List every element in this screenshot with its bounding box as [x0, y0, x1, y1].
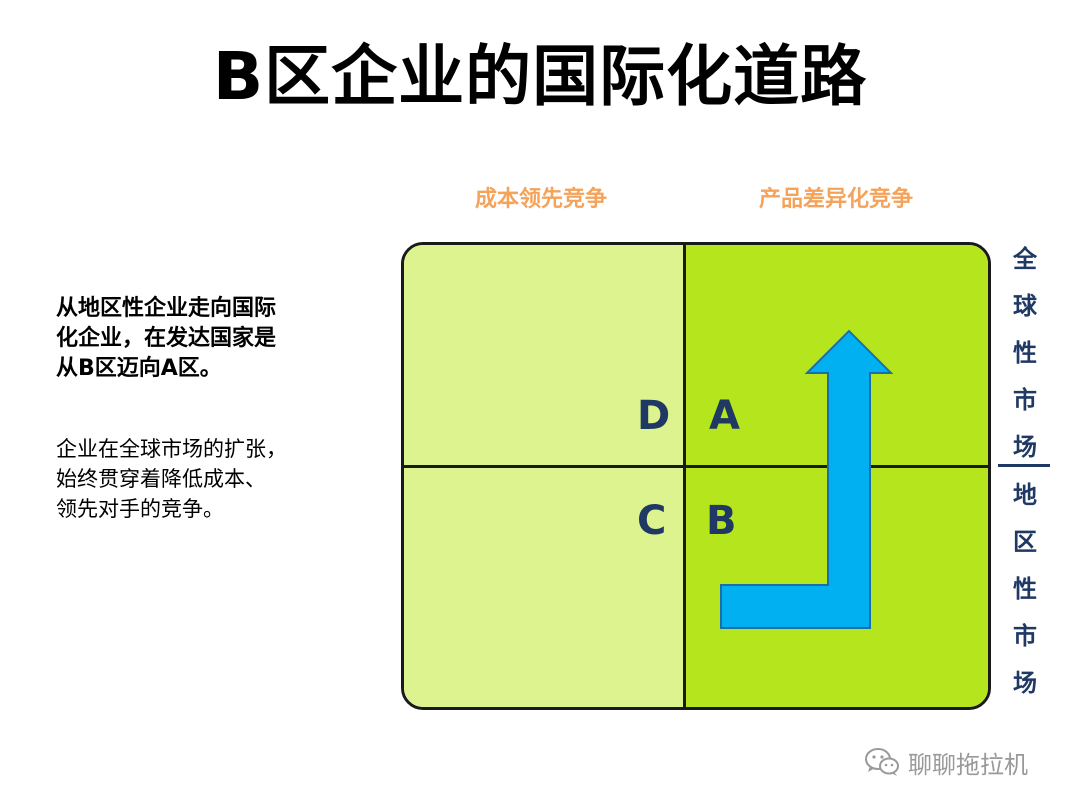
- key-point-line: 化企业，在发达国家是: [56, 326, 277, 351]
- side-char: 区: [1013, 528, 1037, 556]
- key-point-line: 从地区性企业走向国际: [56, 296, 277, 321]
- header-differentiation: 产品差异化竞争: [758, 187, 913, 212]
- horizontal-divider: [404, 465, 988, 468]
- side-char: 性: [1013, 575, 1037, 603]
- side-char: 场: [1013, 433, 1037, 461]
- regional-market-label: 地 区 性 市 场: [1005, 472, 1045, 707]
- quadrant-label-c: C: [637, 498, 667, 544]
- explanation-line: 领先对手的竞争。: [56, 497, 224, 521]
- side-char: 球: [1013, 292, 1037, 320]
- strategy-matrix: D A C B: [401, 242, 991, 710]
- explanation-text: 企业在全球市场的扩张， 始终贯穿着降低成本、 领先对手的竞争。: [56, 434, 356, 524]
- vertical-divider: [683, 245, 686, 707]
- watermark: 聊聊拖拉机: [864, 744, 1028, 780]
- b-to-a-arrow-icon: [720, 329, 894, 629]
- explanation-line: 始终贯穿着降低成本、: [56, 467, 266, 491]
- side-char: 地: [1013, 481, 1037, 509]
- side-char: 市: [1013, 622, 1037, 650]
- quadrant-label-b: B: [706, 498, 737, 544]
- quadrant-label-d: D: [637, 393, 671, 439]
- side-char: 性: [1013, 339, 1037, 367]
- header-cost-leadership: 成本领先竞争: [474, 187, 607, 212]
- watermark-text: 聊聊拖拉机: [908, 750, 1028, 779]
- key-point-line: 从B区迈向A区。: [56, 356, 222, 381]
- cost-leadership-column: [404, 245, 684, 707]
- side-char: 市: [1013, 386, 1037, 414]
- explanation-line: 企业在全球市场的扩张，: [56, 437, 287, 461]
- page-title: B区企业的国际化道路: [212, 38, 868, 115]
- quadrant-label-a: A: [709, 393, 740, 439]
- side-char: 全: [1013, 245, 1037, 273]
- global-market-label: 全 球 性 市 场: [1005, 236, 1045, 471]
- side-char: 场: [1013, 669, 1037, 697]
- wechat-icon: [865, 748, 899, 776]
- arrow-shape: [720, 329, 894, 629]
- key-point-text: 从地区性企业走向国际 化企业，在发达国家是 从B区迈向A区。: [56, 294, 356, 384]
- side-divider: [998, 464, 1050, 467]
